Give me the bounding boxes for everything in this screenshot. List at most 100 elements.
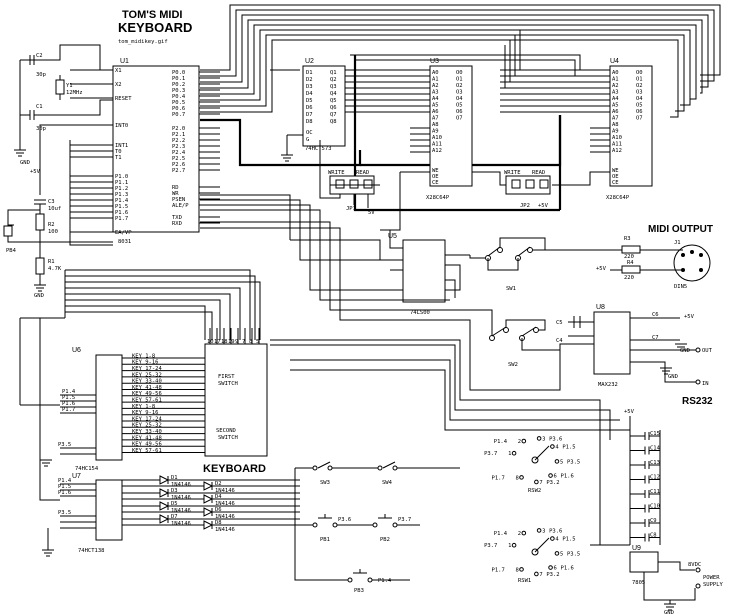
j1-label: J1 [674,240,681,246]
rotary-pos: 7 [539,572,542,578]
u4-pins: A0A1A2A3A4A5A6A7A8A9A10A11A12O0O1O2O3O4O… [590,70,643,186]
u4-pin-label: O1 [636,77,643,83]
rotary-net: P3.7 [484,543,497,549]
kb-first-2: SWITCH [218,381,238,387]
u6-in-p14: P1.4 [62,389,76,395]
gnd-label-4: GND [680,348,690,354]
diode-part: 1N4146 [171,495,191,501]
u7-part: 74HCT138 [78,548,105,554]
rs232-in: IN [702,381,709,387]
u4-pin-label: A12 [612,148,622,154]
u1-ref: U1 [120,58,129,65]
rotary-pos: 2 [518,531,521,537]
rotary-net: P1.5 [562,537,575,543]
u3-ref: U3 [430,58,439,65]
u1-pin-label: INT1 [115,143,128,149]
u1-pin-label: P2.2 [172,138,185,144]
u6-out-label: KEY 25-32 [132,423,162,429]
u3-pin-label: A9 [432,129,439,135]
rotary-pos: 5 [560,459,563,465]
c2-label: C2 [36,53,43,59]
u2-pin-label: D4 [306,91,313,97]
u9-body [629,551,659,573]
chip-u3: U3 X28C64P A0A1A2A3A4A5A6A7A8A9A10A11A12… [410,58,473,201]
rotary-net: P1.7 [492,475,505,481]
kb-pin-label: 10 [207,339,214,345]
cap-label: C11 [650,489,660,495]
u8-ref: U8 [596,304,605,311]
u1-pin-label: P0.4 [172,94,186,100]
u1-pin-label: P1.0 [115,174,128,180]
u9-part: 7805 [632,580,645,586]
u6-out-label: KEY 9-16 [132,360,159,366]
title-filename: tom_midikey.gif [118,39,168,45]
keyboard-heading: KEYBOARD [203,463,266,475]
u1-pin-label: P0.0 [172,70,185,76]
u2-pin-label: Q7 [330,112,337,118]
kb-second-1: SECOND [216,428,236,434]
u3-pin-label: A6 [432,109,439,115]
u4-pin-label: A10 [612,135,622,141]
rotary-pos: 3 [542,528,545,534]
diode-ref: D8 [215,520,222,526]
r1-label: R1 [48,259,55,265]
u1-pin-label: ALE/P [172,203,189,209]
jp1-read: READ [356,170,369,176]
u1-body [112,65,200,233]
rotary-pos: 4 [555,537,559,543]
y1-value: 12MHz [66,90,83,96]
jp2-5v: +5V [538,203,549,209]
u2-pin-label: D5 [306,98,313,104]
u4-pin-label: A8 [612,122,619,128]
p1-bus [19,140,261,501]
u9-ref: U9 [632,545,641,552]
r4-label: R4 [627,260,634,266]
u2-pin-label: Q1 [330,70,337,76]
u1-pin-label: P0.3 [172,88,185,94]
u4-pin-label: O5 [636,103,643,109]
u3-pin-label: OE [432,174,439,180]
u4-pin-label: A1 [612,77,619,83]
rotary-net: P1.4 [494,531,508,537]
crystal-section: C2 30p C1 30p Y1 12MHz GND [14,44,113,190]
u3-pin-label: A7 [432,116,439,122]
diode-ref: D2 [215,481,222,487]
diode-ref: D4 [215,494,222,500]
u3-pin-label: CE [432,180,439,186]
u4-pin-label: WE [612,168,619,174]
pb3-label: PB3 [354,588,364,594]
u1-pin-label: P1.2 [115,186,128,192]
u1-pin-label: P0.2 [172,82,185,88]
u3-pin-label: O6 [456,109,463,115]
rs232-heading: RS232 [682,396,713,407]
u3-pin-label: A8 [432,122,439,128]
sw3-label: SW3 [320,480,330,486]
u3-part: X28C64P [426,195,450,201]
capbank-5v: +5V [624,409,635,415]
diode-part: 1N4146 [215,527,235,533]
cap-label: C9 [650,518,657,524]
rotary-pos: 3 [542,436,545,442]
diode-ref: D7 [171,514,178,520]
chip-u1: U1 8031 X1X2RESETINT0INT1T0T1P1.0P1.1P1.… [70,58,220,245]
rotary-net: P1.4 [494,439,508,445]
rotary-net: P1.6 [561,474,574,480]
u2-pin-label: Q4 [330,91,337,97]
u2-pin-label: G [306,137,309,143]
diode-part: 1N4146 [215,501,235,507]
u4-pin-label: A9 [612,129,619,135]
power-supply-1: POWER [703,575,720,581]
c5-label: C5 [556,320,563,326]
pb3-net: P1.4 [378,578,392,584]
reset-5v: +5V [30,169,41,175]
rotary-pos: 1 [508,451,511,457]
u1-part: 8031 [118,239,131,245]
kb-pin-label: 9 [235,339,238,345]
top-address-bus [200,4,721,118]
gnd-label-2: GND [34,293,44,299]
u4-part: X28C64P [606,195,630,201]
u1-pin-label: P1.7 [115,216,128,222]
